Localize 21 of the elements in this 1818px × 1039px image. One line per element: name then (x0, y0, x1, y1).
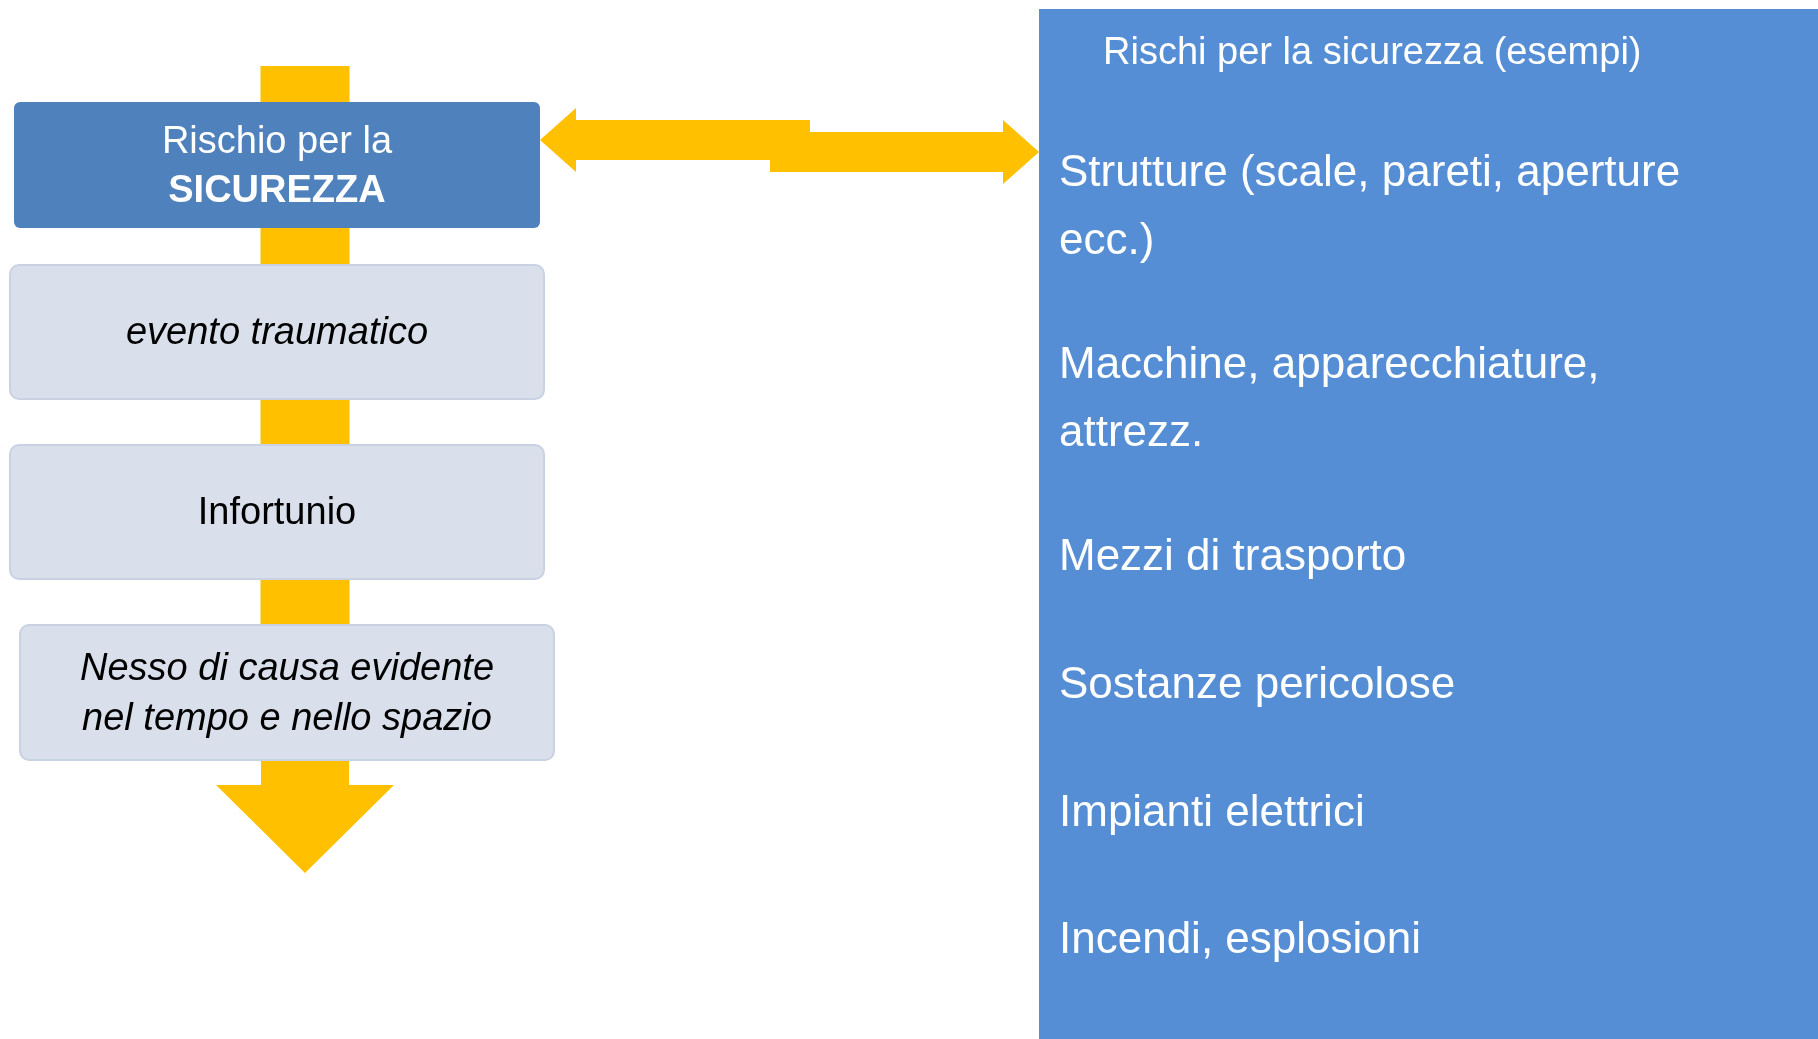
flow-connector (260, 580, 350, 624)
list-item: Sostanze pericolose (1059, 657, 1457, 709)
box-label: Infortunio (196, 489, 358, 535)
examples-panel (1039, 9, 1818, 1039)
box-label: Nesso di causa evidente nel tempo e nello spazio (79, 645, 495, 740)
list-item: Macchine, apparecchiature, attrezz. (1059, 337, 1601, 458)
process-box (19, 624, 555, 761)
list-item: Impianti elettrici (1059, 785, 1366, 837)
list-item: Mezzi di trasporto (1059, 529, 1408, 581)
panel-title: Rischi per la sicurezza (esempi) (1103, 29, 1643, 74)
down-arrow (216, 761, 394, 873)
process-box (9, 264, 545, 400)
risk-box (14, 102, 540, 228)
list-item: Strutture (scale, pareti, aperture ecc.) (1059, 145, 1682, 266)
flow-connector (260, 400, 350, 444)
flow-connector (260, 228, 350, 264)
box-label: evento traumatico (124, 309, 430, 355)
list-item: Incendi, esplosioni (1059, 912, 1422, 964)
process-box (9, 444, 545, 580)
double-arrow (540, 108, 1039, 184)
box-label: Rischio per la SICUREZZA (160, 117, 394, 212)
